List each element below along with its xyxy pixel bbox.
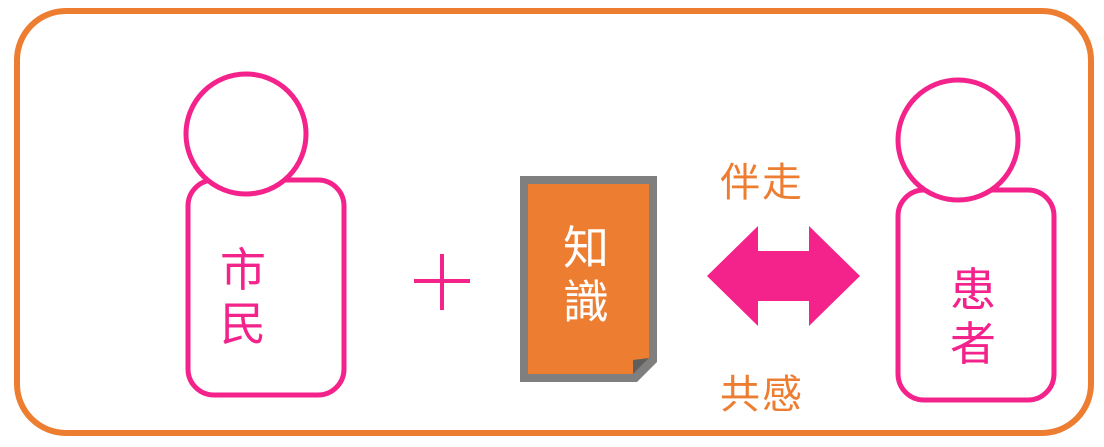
citizen-char-1: 市: [220, 242, 266, 297]
knowledge-label: 知 識: [528, 200, 644, 350]
relation-top-label: 伴走: [720, 160, 804, 206]
knowledge-char-1: 知: [563, 220, 609, 275]
relation-bottom-label: 共感: [720, 372, 804, 418]
plus-icon: [410, 250, 474, 314]
patient-char-2: 者: [950, 317, 996, 371]
patient-label: 患 者: [918, 242, 1028, 392]
citizen-char-2: 民: [220, 297, 266, 351]
patient-char-1: 患: [950, 262, 996, 317]
citizen-figure-icon: [183, 71, 347, 398]
double-arrow-icon: [707, 226, 860, 326]
knowledge-char-2: 識: [563, 275, 609, 329]
patient-figure-icon: [895, 77, 1057, 403]
document-icon: [520, 176, 657, 382]
citizen-label: 市 民: [188, 222, 298, 372]
